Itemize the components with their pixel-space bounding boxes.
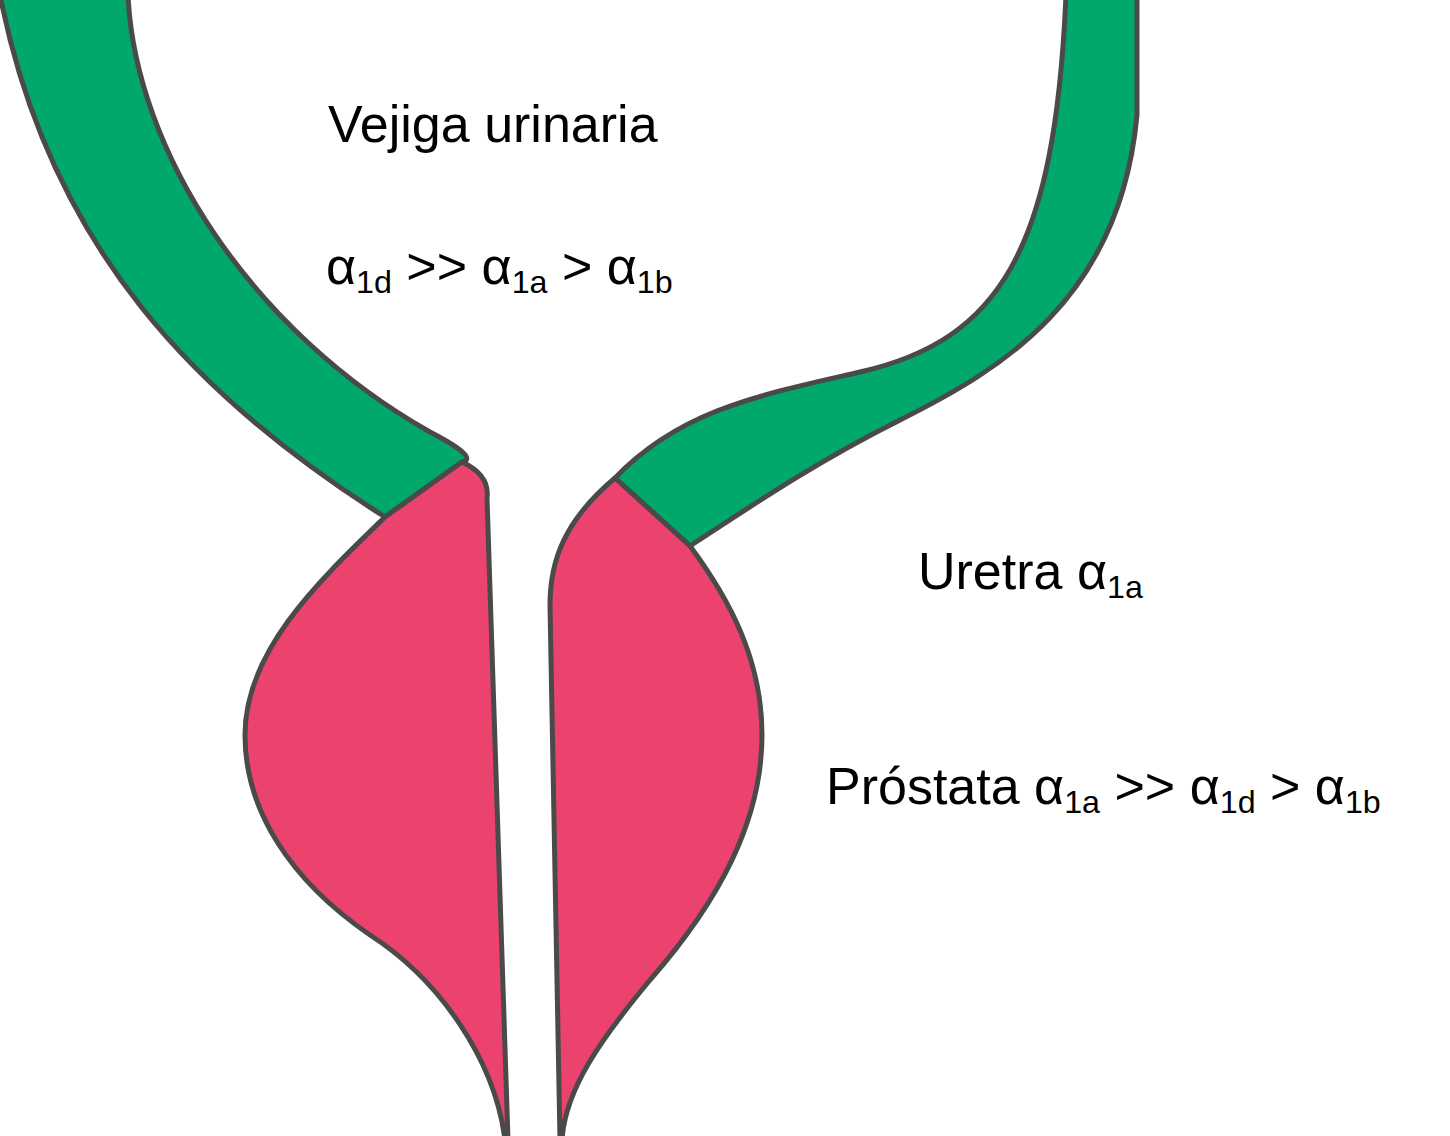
prostate-left bbox=[245, 462, 508, 1136]
prostate-right bbox=[550, 478, 762, 1136]
organ-label: Vejiga urinaria bbox=[328, 93, 658, 155]
receptor-ratio: α1d >> α1a > α1b bbox=[326, 235, 673, 297]
bladder-wall-right bbox=[615, 0, 1137, 546]
organ-label: Uretra α1a bbox=[918, 540, 1143, 602]
organ-label: Próstata α1a >> α1d > α1b bbox=[826, 755, 1381, 817]
